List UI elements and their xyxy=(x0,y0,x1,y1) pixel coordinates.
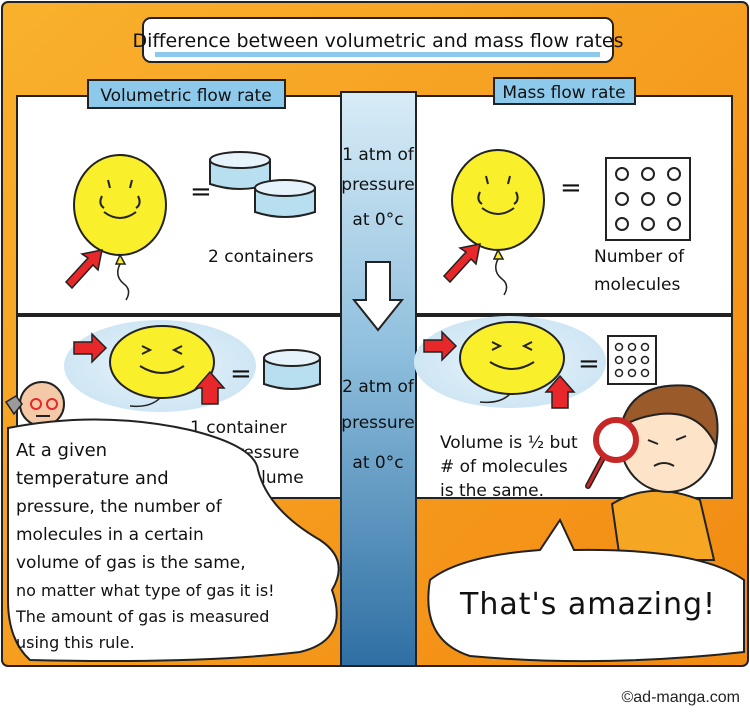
header-right: Mass flow rate xyxy=(502,83,625,103)
red-arrow-icon xyxy=(73,332,108,364)
top-right-caption-line-2: molecules xyxy=(594,275,680,295)
speech-bubble-right xyxy=(427,517,745,663)
dense-molecules-grid-icon xyxy=(607,335,657,385)
bottom-right-line-2: # of molecules xyxy=(440,457,568,477)
title-box xyxy=(142,17,614,63)
top-left-caption: 2 containers xyxy=(208,247,314,267)
left-speech-line-5: volume of gas is the same, xyxy=(16,553,246,573)
speech-bubble-left xyxy=(7,418,340,662)
balloon-icon xyxy=(73,154,167,301)
squeezed-balloon-icon xyxy=(109,325,215,408)
red-arrow-icon xyxy=(442,243,481,284)
squeezed-balloon-icon xyxy=(459,321,565,404)
title-underline xyxy=(155,52,600,57)
equals-sign: = xyxy=(560,173,582,203)
container-icon xyxy=(254,179,316,218)
red-arrow-icon xyxy=(64,249,103,290)
bottom-right-line-3: is the same. xyxy=(440,481,544,501)
container-icon xyxy=(263,349,321,390)
center-bottom-line-3: at 0°c xyxy=(352,453,403,473)
magnifying-glass-icon xyxy=(585,417,639,489)
balloon-icon xyxy=(451,149,545,296)
down-arrow-icon xyxy=(351,261,405,332)
left-speech-line-7: The amount of gas is measured xyxy=(15,607,269,626)
center-bottom-line-2: pressure xyxy=(341,413,414,433)
bottom-right-line-1: Volume is ½ but xyxy=(440,433,578,453)
equals-sign: = xyxy=(190,177,212,207)
left-speech-line-2: temperature and xyxy=(16,468,169,489)
left-speech-line-8: using this rule. xyxy=(16,633,135,652)
molecules-grid-icon xyxy=(605,157,691,241)
boy-character xyxy=(610,384,719,561)
bottom-left-line-1: 1 container xyxy=(190,418,287,438)
top-right-caption-line-1: Number of xyxy=(594,247,685,267)
center-top-line-3: at 0°c xyxy=(352,210,403,230)
credit: ©ad-manga.com xyxy=(621,689,740,706)
pressure-column xyxy=(340,91,417,667)
red-arrow-icon xyxy=(423,330,458,362)
left-speech-line-6: no matter what type of gas it is! xyxy=(16,581,275,600)
credit-strip xyxy=(0,668,750,718)
red-arrow-icon xyxy=(194,370,226,405)
equals-sign: = xyxy=(230,359,252,389)
left-speech-line-1: At a given xyxy=(16,440,107,461)
equals-sign: = xyxy=(578,349,600,379)
right-speech: That's amazing! xyxy=(459,587,716,622)
header-left: Volumetric flow rate xyxy=(100,86,271,106)
header-right-box xyxy=(493,77,636,105)
center-top-line-2: pressure xyxy=(341,175,414,195)
center-bottom-line-1: 2 atm of xyxy=(342,377,415,397)
red-arrow-icon xyxy=(544,374,576,409)
title: Difference between volumetric and mass f… xyxy=(132,30,623,52)
center-top-line-1: 1 atm of xyxy=(342,145,415,165)
left-speech-line-4: molecules in a certain xyxy=(16,525,204,545)
left-speech-line-3: pressure, the number of xyxy=(16,497,223,517)
header-left-box xyxy=(87,79,286,109)
